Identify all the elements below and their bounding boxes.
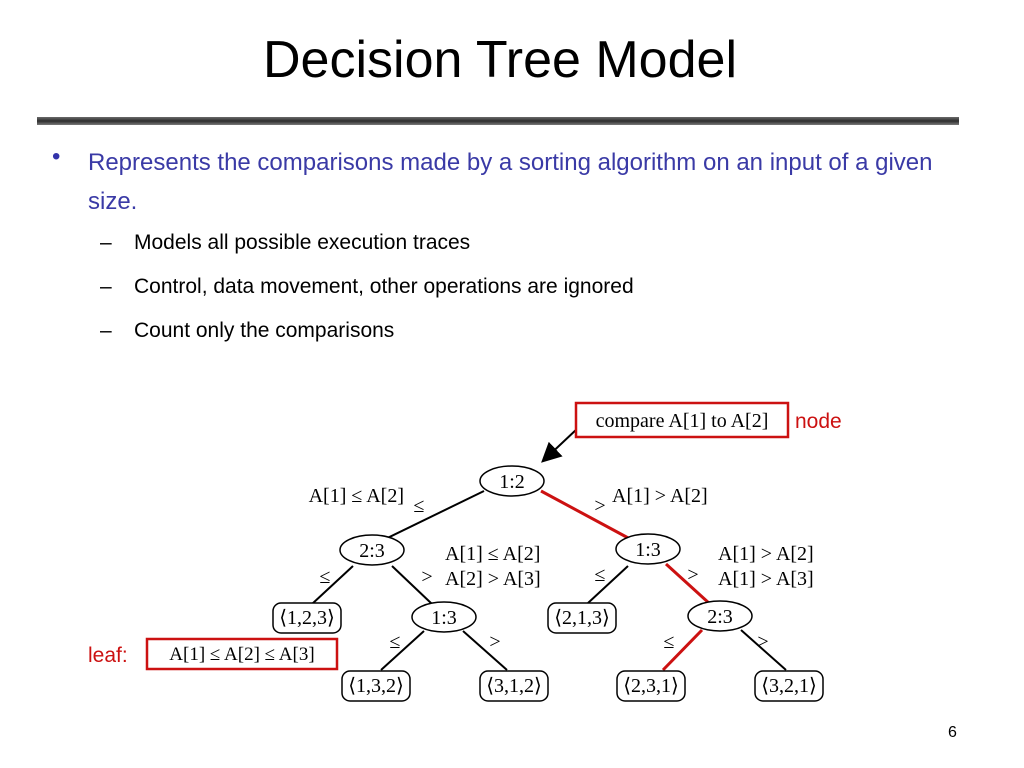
node-root: 1:2 <box>479 465 545 497</box>
sub-bullet-2: –Control, data movement, other operation… <box>100 275 634 299</box>
title-divider <box>37 117 959 125</box>
sub-bullet-text: Control, data movement, other operations… <box>134 275 634 298</box>
node-right-right-label: 2:3 <box>707 606 733 628</box>
condition-mid-right-2: A[1] > A[3] <box>718 568 814 590</box>
edge-label-gt: > <box>757 631 768 653</box>
edge-left-right-right <box>462 630 508 671</box>
edge-2-3-left <box>311 565 354 605</box>
condition-root-right: A[1] > A[2] <box>612 485 708 507</box>
condition-root-left: A[1] ≤ A[2] <box>309 485 404 507</box>
condition-mid-left-1: A[1] ≤ A[2] <box>445 543 540 565</box>
leaf-2-label: ⟨1,3,2⟩ <box>348 675 404 697</box>
sub-bullet-3: –Count only the comparisons <box>100 319 394 343</box>
edge-label-le: ≤ <box>664 631 675 653</box>
edge-label-gt: > <box>687 564 698 586</box>
edge-right-right-right <box>740 629 787 671</box>
leaf-5-label: ⟨2,3,1⟩ <box>623 675 679 697</box>
node-right: 1:3 <box>615 533 681 565</box>
sub-bullet-text: Count only the comparisons <box>134 319 395 342</box>
edge-root-left <box>372 490 485 546</box>
leaf-1-label: ⟨1,2,3⟩ <box>279 607 335 629</box>
edge-2-3-right <box>391 565 433 605</box>
node-callout-text: compare A[1] to A[2] <box>596 410 769 432</box>
edge-1-3-left <box>587 565 629 604</box>
dash-marker: – <box>100 319 112 342</box>
edge-root-right-highlight <box>540 489 633 542</box>
bullet-marker: • <box>52 143 61 170</box>
edge-1-3-right-highlight <box>664 562 712 606</box>
leaf-4-label: ⟨2,1,3⟩ <box>554 607 610 629</box>
bullet-text: Represents the comparisons made by a sor… <box>88 149 933 215</box>
condition-mid-left-2: A[2] > A[3] <box>445 568 541 590</box>
edge-right-right-left-highlight <box>661 628 704 672</box>
leaf-1: ⟨1,2,3⟩ <box>272 602 342 634</box>
condition-mid-right-1: A[1] > A[2] <box>718 543 814 565</box>
edge-left-right-left <box>380 630 425 671</box>
edge-label-le: ≤ <box>414 495 425 517</box>
sub-bullet-1: –Models all possible execution traces <box>100 231 470 255</box>
dash-marker: – <box>100 275 112 298</box>
edge-label-gt: > <box>489 631 500 653</box>
edge-label-le: ≤ <box>390 631 401 653</box>
node-callout: compare A[1] to A[2] <box>574 401 790 439</box>
leaf-callout: A[1] ≤ A[2] ≤ A[3] <box>145 637 339 671</box>
leaf-3: ⟨3,1,2⟩ <box>479 670 549 702</box>
slide-title: Decision Tree Model <box>263 31 737 89</box>
node-root-label: 1:2 <box>499 471 525 493</box>
node-right-label: 1:3 <box>635 539 661 561</box>
node-left-label: 2:3 <box>359 540 385 562</box>
edge-label-gt: > <box>594 495 605 517</box>
node-left: 2:3 <box>339 534 405 566</box>
leaf-6-label: ⟨3,2,1⟩ <box>761 675 817 697</box>
node-right-right: 2:3 <box>687 600 753 632</box>
leaf-5: ⟨2,3,1⟩ <box>616 670 686 702</box>
edge-label-le: ≤ <box>595 564 606 586</box>
callout-arrow <box>541 427 579 463</box>
leaf-6: ⟨3,2,1⟩ <box>754 670 824 702</box>
node-left-right: 1:3 <box>411 601 477 633</box>
leaf-callout-text: A[1] ≤ A[2] ≤ A[3] <box>169 644 314 665</box>
sub-bullet-text: Models all possible execution traces <box>134 231 471 254</box>
leaf-label: leaf: <box>88 644 128 667</box>
edge-label-gt: > <box>421 566 432 588</box>
dash-marker: – <box>100 231 112 254</box>
edge-label-le: ≤ <box>320 566 331 588</box>
leaf-3-label: ⟨3,1,2⟩ <box>486 675 542 697</box>
leaf-2: ⟨1,3,2⟩ <box>341 670 411 702</box>
node-left-right-label: 1:3 <box>431 607 457 629</box>
leaf-4: ⟨2,1,3⟩ <box>547 602 617 634</box>
node-label: node <box>795 410 842 433</box>
page-number: 6 <box>948 724 957 741</box>
